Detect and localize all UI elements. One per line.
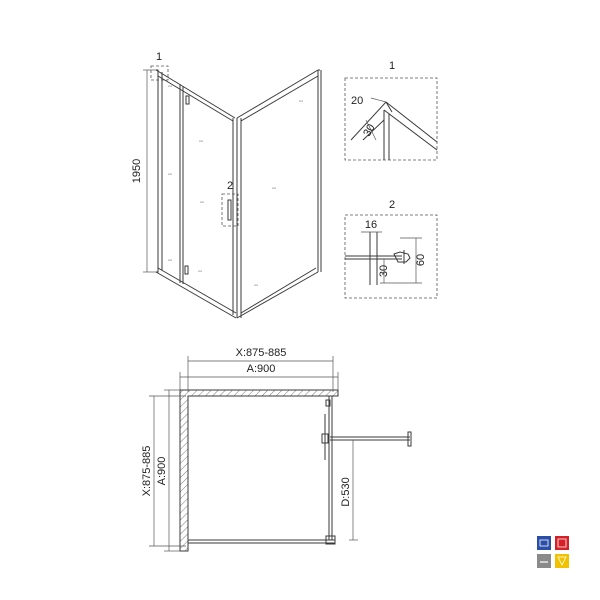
detail-2-dim-width: 16 <box>365 219 377 231</box>
wall-hatch <box>179 389 339 552</box>
side-panel-top <box>236 69 319 119</box>
detail-2-frame <box>344 214 438 299</box>
detail-2-label: 2 <box>227 180 233 192</box>
svg-text:◦◦: ◦◦ <box>168 84 172 90</box>
plan-view: X:875-885 A:900 X:875-885 A:900 D:530 <box>141 347 412 552</box>
svg-text:◦◦: ◦◦ <box>199 139 203 145</box>
detail-2-dim-height: 60 <box>415 254 427 266</box>
door-handle <box>227 199 232 221</box>
detail-2-title: 2 <box>389 199 395 211</box>
svg-text:◦◦: ◦◦ <box>200 200 204 206</box>
svg-text:◦◦: ◦◦ <box>198 269 202 275</box>
svg-text:◦◦: ◦◦ <box>254 283 258 289</box>
detail-1-dim-side: 30 <box>361 122 378 139</box>
top-rail <box>155 69 236 119</box>
height-dimension: 1950 <box>131 159 143 183</box>
detail-2-callout-box <box>221 193 239 227</box>
plan-left-size: A:900 <box>156 457 168 486</box>
bottom-rail <box>155 271 237 319</box>
detail-1-callout-box <box>150 65 169 81</box>
glass-icon <box>555 554 569 568</box>
plan-top-size: A:900 <box>247 363 276 375</box>
door-icon <box>555 536 569 550</box>
svg-text:◦◦: ◦◦ <box>299 99 303 105</box>
svg-text:◦◦: ◦◦ <box>168 258 172 264</box>
detail-1-label: 1 <box>156 51 162 63</box>
svg-text:◦◦: ◦◦ <box>168 172 172 178</box>
detail-1-title: 1 <box>389 60 395 72</box>
svg-text:◦◦: ◦◦ <box>272 186 276 192</box>
fixed-panel-edge <box>156 69 159 273</box>
door-handle-plan <box>407 431 412 447</box>
handle-knob <box>393 251 411 263</box>
plan-left-range: X:875-885 <box>141 446 153 497</box>
detail-2-view: 2 16 30 60 <box>344 199 438 299</box>
detail-2-dim-inner: 30 <box>378 265 390 277</box>
hinge-top <box>185 95 190 105</box>
glass-markers: ◦◦ ◦◦ ◦◦ ◦◦ ◦◦ ◦◦ ◦◦ ◦◦ ◦◦ <box>168 84 303 289</box>
detail-1-dim-top: 20 <box>351 95 363 107</box>
elevation-view: ◦◦ ◦◦ ◦◦ ◦◦ ◦◦ ◦◦ ◦◦ ◦◦ ◦◦ 1 2 1950 <box>131 51 322 319</box>
detail-1-frame <box>344 77 438 161</box>
detail-1-view: 1 20 30 <box>344 60 438 161</box>
plan-door-dimension: D:530 <box>340 477 352 506</box>
side-panel-bottom <box>236 271 319 319</box>
hinge-bottom <box>184 265 189 275</box>
feature-badges <box>537 536 569 568</box>
plan-top-range: X:875-885 <box>236 347 287 359</box>
tray-icon <box>537 554 551 568</box>
shower-icon <box>537 536 551 550</box>
